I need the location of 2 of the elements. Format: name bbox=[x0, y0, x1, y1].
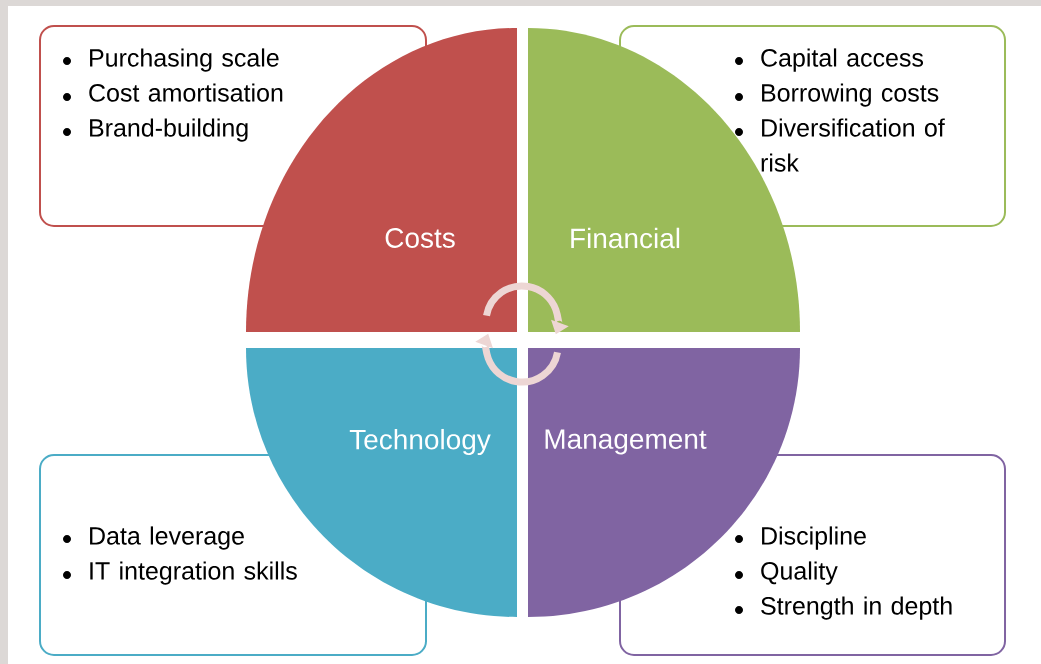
bullet-text: Brand-building bbox=[90, 118, 248, 142]
bullet-text: Data leverage bbox=[90, 526, 244, 550]
